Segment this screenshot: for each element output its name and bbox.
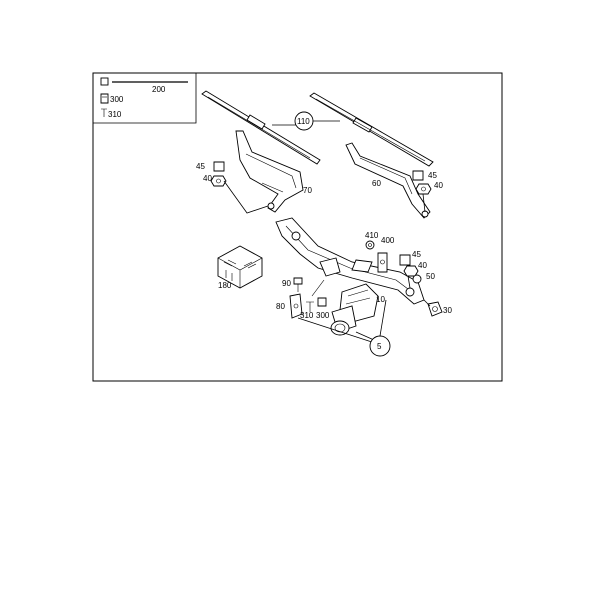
callout-40-left: 40: [203, 174, 212, 183]
callout-300: 300: [316, 311, 330, 320]
callout-70: 70: [303, 186, 312, 195]
right-cap-and-nut: [412, 170, 432, 213]
module-180: [217, 245, 263, 289]
right-wiper-blade: [309, 92, 434, 167]
parts-410-400: [365, 240, 388, 273]
bracket-80: [289, 293, 303, 319]
right-wiper-arm: [345, 142, 431, 219]
callout-200: 200: [152, 85, 166, 94]
callout-40-mid: 40: [418, 261, 427, 270]
wiper-linkage-frame: [275, 217, 425, 305]
callout-180: 180: [218, 281, 232, 290]
callout-310: 310: [300, 311, 314, 320]
callout-60: 60: [372, 179, 381, 188]
callout-40-right-top: 40: [434, 181, 443, 190]
callout-30: 30: [443, 306, 452, 315]
callout-10: 10: [376, 295, 385, 304]
legend-callout-300: 300: [110, 95, 124, 104]
bolt-90: [293, 277, 303, 292]
callout-80: 80: [276, 302, 285, 311]
callout-400: 400: [381, 236, 395, 245]
wiper-motor: [330, 283, 379, 336]
callout-45-right-top: 45: [428, 171, 437, 180]
part-30-bushing: [423, 299, 443, 317]
callout-50: 50: [426, 272, 435, 281]
callout-90: 90: [282, 279, 291, 288]
legend-box: 200 300 310: [93, 73, 197, 124]
legend-callout-310: 310: [108, 110, 122, 119]
left-wiper-arm: [235, 130, 304, 213]
callout-45-mid: 45: [412, 250, 421, 259]
callout-5: 5: [377, 342, 382, 351]
diagram-frame: [92, 72, 503, 382]
callout-410: 410: [365, 231, 379, 240]
callout-circle-5: [369, 335, 391, 357]
left-cap-and-nut: [210, 161, 269, 214]
left-wiper-blade: [201, 90, 321, 165]
callout-45-left: 45: [196, 162, 205, 171]
callout-110: 110: [297, 117, 310, 126]
parts-310-300: [306, 297, 327, 312]
mid-cap-nut-washer: [399, 254, 422, 289]
